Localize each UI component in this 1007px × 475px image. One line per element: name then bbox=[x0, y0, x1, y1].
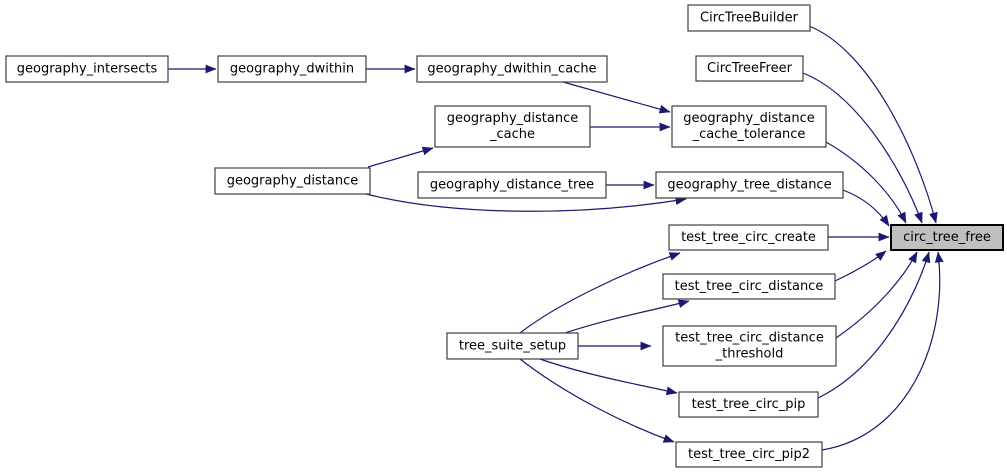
edge-circ-tree-freer-to-circ-tree-free bbox=[802, 72, 923, 224]
node-geography-distance[interactable]: geography_distance bbox=[214, 167, 371, 195]
node-label-geography-distance-cache-tolerance-line1: geography_distance bbox=[683, 111, 815, 126]
node-label-circ-tree-builder: CircTreeBuilder bbox=[700, 11, 799, 26]
node-box-geography-distance bbox=[214, 167, 371, 195]
node-box-geography-distance-cache-tolerance bbox=[671, 105, 827, 148]
node-geography-dwithin[interactable]: geography_dwithin bbox=[217, 55, 367, 83]
node-label-geography-dwithin: geography_dwithin bbox=[230, 62, 354, 77]
node-label-test-tree-circ-distance: test_tree_circ_distance bbox=[675, 279, 824, 294]
node-label-circ-tree-freer: CircTreeFreer bbox=[707, 61, 793, 76]
node-label-geography-distance-tree: geography_distance_tree bbox=[430, 178, 594, 193]
edge-tree-suite-setup-to-test-tree-circ-pip bbox=[539, 358, 678, 396]
node-label-geography-tree-distance: geography_tree_distance bbox=[667, 178, 831, 193]
node-geography-distance-cache[interactable]: geography_distance_cache bbox=[434, 105, 591, 148]
node-box-geography-distance-cache bbox=[434, 105, 591, 148]
node-label-geography-intersects: geography_intersects bbox=[17, 62, 158, 77]
edge-geography-distance-to-geography-tree-distance bbox=[365, 193, 687, 212]
node-label-test-tree-circ-pip: test_tree_circ_pip bbox=[692, 397, 806, 412]
node-box-circ-tree-free bbox=[890, 224, 1004, 251]
node-label-test-tree-circ-distance-threshold-line1: test_tree_circ_distance bbox=[675, 331, 824, 346]
node-box-tree-suite-setup bbox=[446, 332, 579, 360]
edge-geography-dwithin-cache-to-geography-distance-cache-tolerance bbox=[562, 81, 671, 114]
node-label-geography-distance: geography_distance bbox=[227, 174, 359, 189]
node-circ-tree-freer[interactable]: CircTreeFreer bbox=[695, 55, 804, 82]
node-box-test-tree-circ-pip bbox=[678, 391, 819, 418]
edge-test-tree-circ-distance-to-circ-tree-free bbox=[834, 250, 887, 282]
node-test-tree-circ-create[interactable]: test_tree_circ_create bbox=[668, 224, 829, 251]
node-test-tree-circ-pip[interactable]: test_tree_circ_pip bbox=[678, 391, 819, 418]
node-label-geography-dwithin-cache: geography_dwithin_cache bbox=[427, 62, 596, 77]
node-box-geography-intersects bbox=[5, 55, 169, 83]
node-test-tree-circ-distance[interactable]: test_tree_circ_distance bbox=[662, 273, 836, 300]
edge-geography-tree-distance-to-circ-tree-free bbox=[842, 189, 890, 227]
edge-test-tree-circ-pip-to-circ-tree-free bbox=[817, 251, 931, 399]
node-box-test-tree-circ-pip2 bbox=[675, 441, 823, 468]
node-geography-distance-tree[interactable]: geography_distance_tree bbox=[417, 171, 607, 199]
node-label-geography-distance-cache-line2: _cache bbox=[489, 127, 535, 142]
edge-tree-suite-setup-to-test-tree-circ-create bbox=[519, 252, 681, 334]
edge-geography-distance-to-geography-distance-cache bbox=[367, 146, 434, 168]
node-label-test-tree-circ-create: test_tree_circ_create bbox=[681, 230, 816, 245]
edge-test-tree-circ-distance-threshold-to-circ-tree-free bbox=[835, 251, 918, 339]
node-label-geography-distance-cache-tolerance-line2: _cache_tolerance bbox=[692, 127, 806, 142]
node-box-circ-tree-builder bbox=[687, 4, 811, 32]
node-box-test-tree-circ-create bbox=[668, 224, 829, 251]
node-box-geography-dwithin bbox=[217, 55, 367, 83]
node-box-geography-tree-distance bbox=[655, 171, 844, 199]
node-label-test-tree-circ-distance-threshold-line2: _threshold bbox=[715, 347, 784, 362]
node-box-test-tree-circ-distance-threshold bbox=[662, 325, 837, 367]
edge-test-tree-circ-pip2-to-circ-tree-free bbox=[821, 251, 944, 451]
node-geography-distance-cache-tolerance[interactable]: geography_distance_cache_tolerance bbox=[671, 105, 827, 148]
edge-circ-tree-builder-to-circ-tree-free bbox=[808, 25, 938, 224]
node-test-tree-circ-distance-threshold[interactable]: test_tree_circ_distance_threshold bbox=[662, 325, 837, 367]
node-box-geography-dwithin-cache bbox=[416, 55, 608, 83]
node-circ-tree-free: circ_tree_free bbox=[890, 224, 1004, 251]
edge-tree-suite-setup-to-test-tree-circ-pip2 bbox=[519, 358, 675, 443]
node-box-test-tree-circ-distance bbox=[662, 273, 836, 300]
node-label-circ-tree-free: circ_tree_free bbox=[903, 230, 991, 245]
node-circ-tree-builder[interactable]: CircTreeBuilder bbox=[687, 4, 811, 32]
node-label-geography-distance-cache-line1: geography_distance bbox=[447, 111, 579, 126]
node-box-geography-distance-tree bbox=[417, 171, 607, 199]
edge-geography-distance-cache-tolerance-to-circ-tree-free bbox=[825, 141, 907, 224]
node-geography-dwithin-cache[interactable]: geography_dwithin_cache bbox=[416, 55, 608, 83]
node-geography-intersects[interactable]: geography_intersects bbox=[5, 55, 169, 83]
node-box-circ-tree-freer bbox=[695, 55, 804, 82]
node-tree-suite-setup[interactable]: tree_suite_setup bbox=[446, 332, 579, 360]
node-label-tree-suite-setup: tree_suite_setup bbox=[459, 339, 566, 354]
node-test-tree-circ-pip2[interactable]: test_tree_circ_pip2 bbox=[675, 441, 823, 468]
node-geography-tree-distance[interactable]: geography_tree_distance bbox=[655, 171, 844, 199]
node-label-test-tree-circ-pip2: test_tree_circ_pip2 bbox=[688, 447, 810, 462]
edge-tree-suite-setup-to-test-tree-circ-distance bbox=[564, 299, 690, 334]
